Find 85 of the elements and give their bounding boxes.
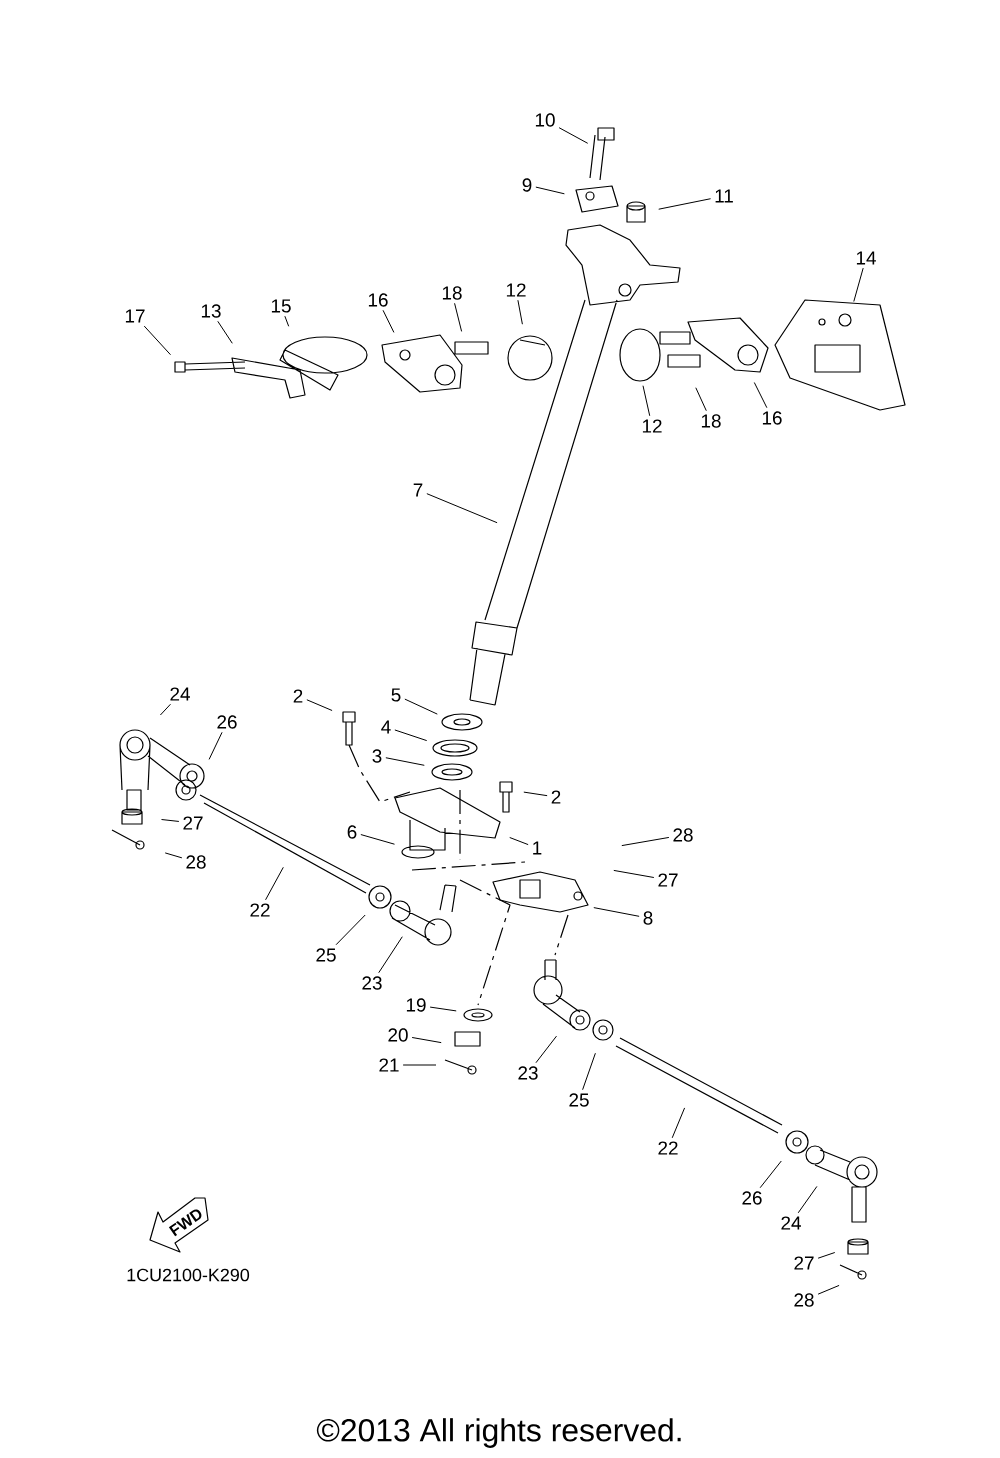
leader-line (517, 299, 523, 325)
leader-line (161, 819, 180, 822)
callout-number: 2 (293, 689, 303, 703)
callout-number: 6 (347, 825, 357, 839)
leader-line (402, 1064, 437, 1066)
callout-number: 12 (506, 283, 526, 297)
leader-line (265, 866, 284, 901)
callout-number: 22 (658, 1141, 678, 1155)
leader-line (753, 382, 768, 409)
leader-line (535, 1035, 557, 1064)
arrow-label: FWD (168, 1209, 202, 1237)
leader-line (360, 834, 395, 845)
callout-number: 12 (642, 419, 662, 433)
callout-number: 27 (183, 816, 203, 830)
callout-number: 18 (701, 414, 721, 428)
leader-line (404, 698, 438, 715)
callout-number: 2 (551, 790, 561, 804)
callout-number: 13 (201, 304, 221, 318)
leader-line (429, 1006, 457, 1012)
leader-line (143, 325, 171, 356)
callout-number: 23 (362, 976, 382, 990)
callout-number: 19 (406, 998, 426, 1012)
copyright-notice: ©2013 All rights reserved. (316, 1418, 681, 1448)
callout-number: 26 (217, 715, 237, 729)
callout-number: 27 (794, 1256, 814, 1270)
leader-line (621, 836, 670, 847)
leader-line (642, 385, 651, 417)
leader-line (159, 703, 171, 716)
leader-line (411, 1037, 442, 1044)
leader-line (658, 198, 712, 210)
leader-line (454, 302, 463, 332)
callout-number: 20 (388, 1028, 408, 1042)
callout-number: 17 (125, 309, 145, 323)
callout-number: 28 (794, 1293, 814, 1307)
leader-line (385, 757, 425, 766)
leader-line (695, 387, 707, 412)
callout-number: 25 (316, 948, 336, 962)
leader-line (394, 729, 428, 742)
leader-line (284, 315, 290, 327)
leader-line (558, 127, 589, 144)
leader-line (523, 791, 548, 797)
leader-line (853, 267, 864, 302)
callout-number: 23 (518, 1066, 538, 1080)
leader-line (378, 936, 403, 974)
drawing-number: 1CU2100-K290 (127, 1268, 250, 1282)
callout-number: 8 (643, 911, 653, 925)
callout-number: 11 (715, 189, 733, 203)
callout-number: 9 (522, 178, 532, 192)
leader-line (759, 1160, 782, 1189)
leader-line (593, 907, 640, 917)
leader-line (817, 1284, 840, 1295)
callout-number: 24 (781, 1216, 801, 1230)
leader-line (217, 320, 233, 344)
callout-number: 27 (658, 873, 678, 887)
callout-number: 16 (368, 293, 388, 307)
leader-line (509, 837, 529, 846)
callout-number: 14 (856, 251, 876, 265)
leader-line (817, 1252, 836, 1259)
leader-line (208, 731, 223, 760)
callout-number: 10 (535, 113, 555, 127)
callout-number: 28 (186, 855, 206, 869)
callout-number: 7 (413, 483, 423, 497)
callout-number: 24 (170, 687, 190, 701)
callout-number: 18 (442, 286, 462, 300)
callout-number: 28 (673, 828, 693, 842)
callout-number: 26 (742, 1191, 762, 1205)
leader-line (306, 699, 333, 711)
callout-number: 1 (533, 841, 542, 855)
leader-line (797, 1185, 818, 1214)
callout-number: 16 (762, 411, 782, 425)
callout-number: 4 (381, 720, 391, 734)
callout-number: 22 (250, 903, 270, 917)
callout-number: 21 (379, 1058, 399, 1072)
leader-line (613, 869, 655, 878)
leader-line (535, 186, 565, 195)
leader-line (335, 914, 366, 946)
leader-line (164, 852, 183, 859)
callout-number: 25 (569, 1093, 589, 1107)
leader-line (382, 309, 395, 333)
leader-line (582, 1052, 596, 1091)
callout-number: 5 (391, 688, 401, 702)
leader-line (426, 493, 498, 524)
callout-number: 15 (271, 299, 291, 313)
leader-line (671, 1107, 686, 1139)
callout-number: 3 (372, 749, 382, 763)
